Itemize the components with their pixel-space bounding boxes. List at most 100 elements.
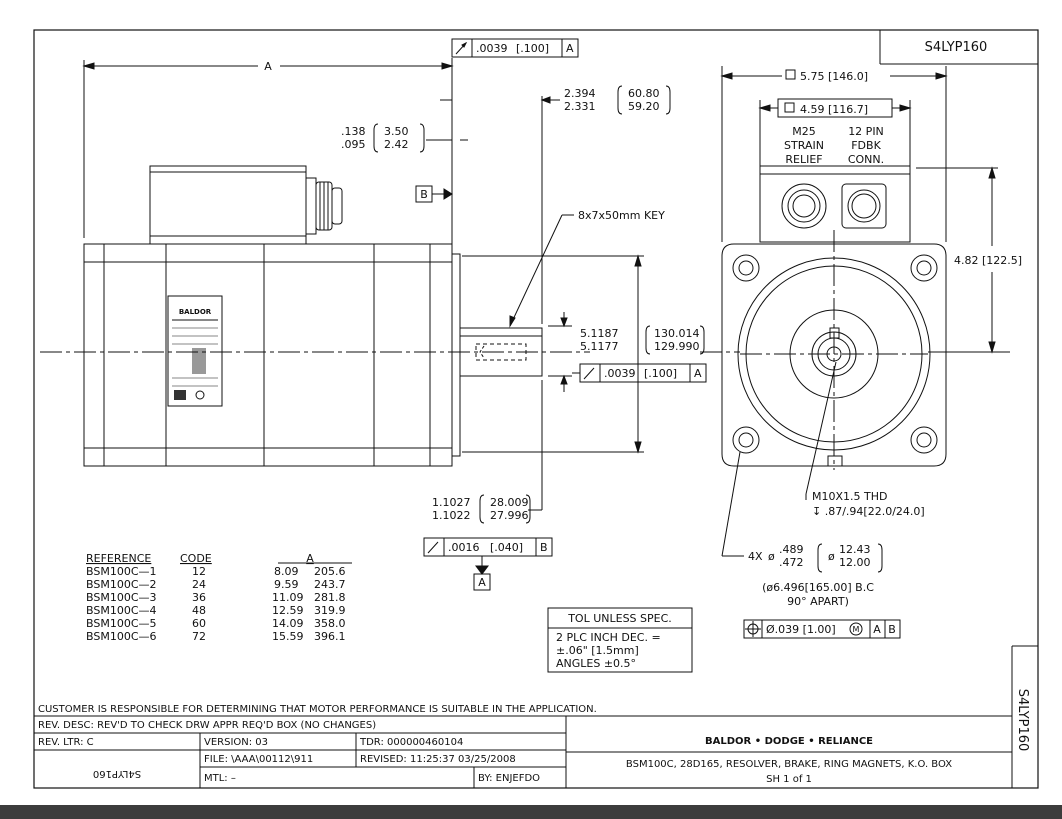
svg-text:36: 36	[192, 591, 206, 604]
drawing-number-side: S4LYP160	[1015, 689, 1030, 752]
svg-text:A: A	[478, 576, 486, 589]
rev-ltr: REV. LTR: C	[38, 737, 94, 748]
viewer-bottom-bar	[0, 805, 1062, 819]
mount-hole-tl	[732, 254, 760, 282]
svg-text:Ø.039 [1.00]: Ø.039 [1.00]	[766, 623, 836, 636]
thread-spec: M10X1.5 THD	[812, 490, 887, 503]
flange-square-dim: 5.75 [146.0]	[800, 70, 868, 83]
svg-text:24: 24	[192, 578, 206, 591]
svg-text:BSM100C—6: BSM100C—6	[86, 630, 157, 643]
svg-text:12.43: 12.43	[839, 543, 871, 556]
svg-text:12.59: 12.59	[272, 604, 304, 617]
svg-text:[.100]: [.100]	[516, 42, 549, 55]
material: MTL: –	[204, 773, 236, 784]
svg-text:[.100]: [.100]	[644, 367, 677, 380]
strain-relief-gland	[781, 183, 827, 229]
position-tolerance-frame: Ø.039 [1.00] M A B	[743, 619, 901, 639]
part-description: BSM100C, 28D165, RESOLVER, BRAKE, RING M…	[626, 759, 952, 770]
svg-text:14.09: 14.09	[272, 617, 304, 630]
runout-frame-pilot: .0039 [.100] A	[572, 363, 707, 383]
svg-text:9.59: 9.59	[274, 578, 299, 591]
drawing-number-inverted: S4LYP160	[93, 768, 141, 779]
ref-header-reference: REFERENCE	[86, 552, 151, 565]
nameplate-brand: BALDOR	[179, 308, 212, 316]
svg-text:BSM100C—2: BSM100C—2	[86, 578, 157, 591]
thread-depth: ↧ .87/.94[22.0/24.0]	[812, 505, 925, 518]
hole-dim: 4X ø .489 .472 ø 12.43 12.00	[748, 543, 883, 573]
shaft-diameter-dim: 1.1027 1.1022 28.009 27.996	[432, 380, 543, 524]
svg-text:ø: ø	[768, 550, 775, 563]
svg-text:.472: .472	[779, 556, 804, 569]
tdr-number: TDR: 000000460104	[359, 737, 463, 748]
mount-hole-br	[910, 426, 938, 454]
svg-text:2.331: 2.331	[564, 100, 596, 113]
svg-text:ø: ø	[828, 550, 835, 563]
svg-text:.138: .138	[341, 125, 366, 138]
svg-text:15.59: 15.59	[272, 630, 304, 643]
svg-text:A: A	[566, 42, 574, 55]
svg-text:RELIEF: RELIEF	[785, 153, 822, 166]
svg-text:4X: 4X	[748, 550, 763, 563]
side-view: A .0039 [.100] A .138 .095 3.50 2.42 B	[40, 38, 707, 591]
title-block: REV. DESC: REV'D TO CHECK DRW APPR REQ'D…	[34, 715, 1012, 788]
svg-text:BSM100C—1: BSM100C—1	[86, 565, 157, 578]
ref-row-3: BSM100C—3 36 11.09 281.8	[86, 591, 346, 604]
svg-text:BSM100C—4: BSM100C—4	[86, 604, 157, 617]
svg-text:358.0: 358.0	[314, 617, 346, 630]
flange-thickness-dim: .138 .095 3.50 2.42	[341, 99, 468, 153]
tolerance-title: TOL UNLESS SPEC.	[567, 612, 672, 625]
dim-a-label: A	[264, 60, 272, 73]
svg-text:2 PLC INCH DEC. =: 2 PLC INCH DEC. =	[556, 631, 661, 644]
file-path: FILE: \AAA\00112\911	[204, 754, 313, 765]
svg-text:243.7: 243.7	[314, 578, 346, 591]
svg-text:281.8: 281.8	[314, 591, 346, 604]
svg-text:60.80: 60.80	[628, 87, 660, 100]
svg-text:.0039: .0039	[604, 367, 636, 380]
svg-text:8.09: 8.09	[274, 565, 299, 578]
rev-desc: REV. DESC: REV'D TO CHECK DRW APPR REQ'D…	[38, 720, 376, 731]
ref-row-4: BSM100C—4 48 12.59 319.9	[86, 604, 346, 617]
version: VERSION: 03	[204, 737, 268, 748]
svg-text:A: A	[694, 367, 702, 380]
drawing-number-top: S4LYP160	[925, 40, 988, 55]
svg-text:BSM100C—5: BSM100C—5	[86, 617, 157, 630]
mount-hole-bl	[732, 426, 760, 454]
svg-text:1.1022: 1.1022	[432, 509, 471, 522]
svg-text:48: 48	[192, 604, 206, 617]
fdbk-connector	[841, 183, 887, 229]
flange	[451, 253, 461, 457]
svg-text:28.009: 28.009	[490, 496, 529, 509]
svg-text:2.394: 2.394	[564, 87, 596, 100]
svg-text:FDBK: FDBK	[851, 139, 881, 152]
svg-text:11.09: 11.09	[272, 591, 304, 604]
svg-text:205.6: 205.6	[314, 565, 346, 578]
pilot-diameter-dim: 5.1187 5.1177 130.014 129.990	[462, 254, 705, 454]
svg-text:2.42: 2.42	[384, 138, 409, 151]
ref-header-a: A	[306, 552, 314, 565]
height-box-dim: 4.82 [122.5]	[954, 254, 1022, 267]
svg-text:3.50: 3.50	[384, 125, 409, 138]
svg-text:STRAIN: STRAIN	[784, 139, 824, 152]
ref-row-6: BSM100C—6 72 15.59 396.1	[86, 630, 346, 643]
svg-text:[.040]: [.040]	[490, 541, 523, 554]
nameplate: BALDOR	[167, 295, 223, 407]
mount-hole-tr	[910, 254, 938, 282]
box-square-dim: 4.59 [116.7]	[800, 103, 868, 116]
svg-text:130.014: 130.014	[654, 327, 700, 340]
ref-row-1: BSM100C—1 12 8.09 205.6	[86, 565, 346, 578]
svg-text:1.1027: 1.1027	[432, 496, 471, 509]
svg-text:319.9: 319.9	[314, 604, 346, 617]
svg-text:.0039: .0039	[476, 42, 508, 55]
sheet-number: SH 1 of 1	[766, 774, 812, 785]
key-label: 8x7x50mm KEY	[578, 209, 665, 222]
svg-text:B: B	[540, 541, 548, 554]
datum-a-box	[473, 573, 491, 591]
terminal-box	[149, 165, 307, 245]
reference-table: REFERENCE CODE A BSM100C—1 12 8.09 205.6…	[86, 552, 352, 643]
svg-text:72: 72	[192, 630, 206, 643]
runout-frame-top: .0039 [.100] A	[451, 38, 579, 58]
svg-text:396.1: 396.1	[314, 630, 346, 643]
outer-border	[33, 29, 1039, 789]
